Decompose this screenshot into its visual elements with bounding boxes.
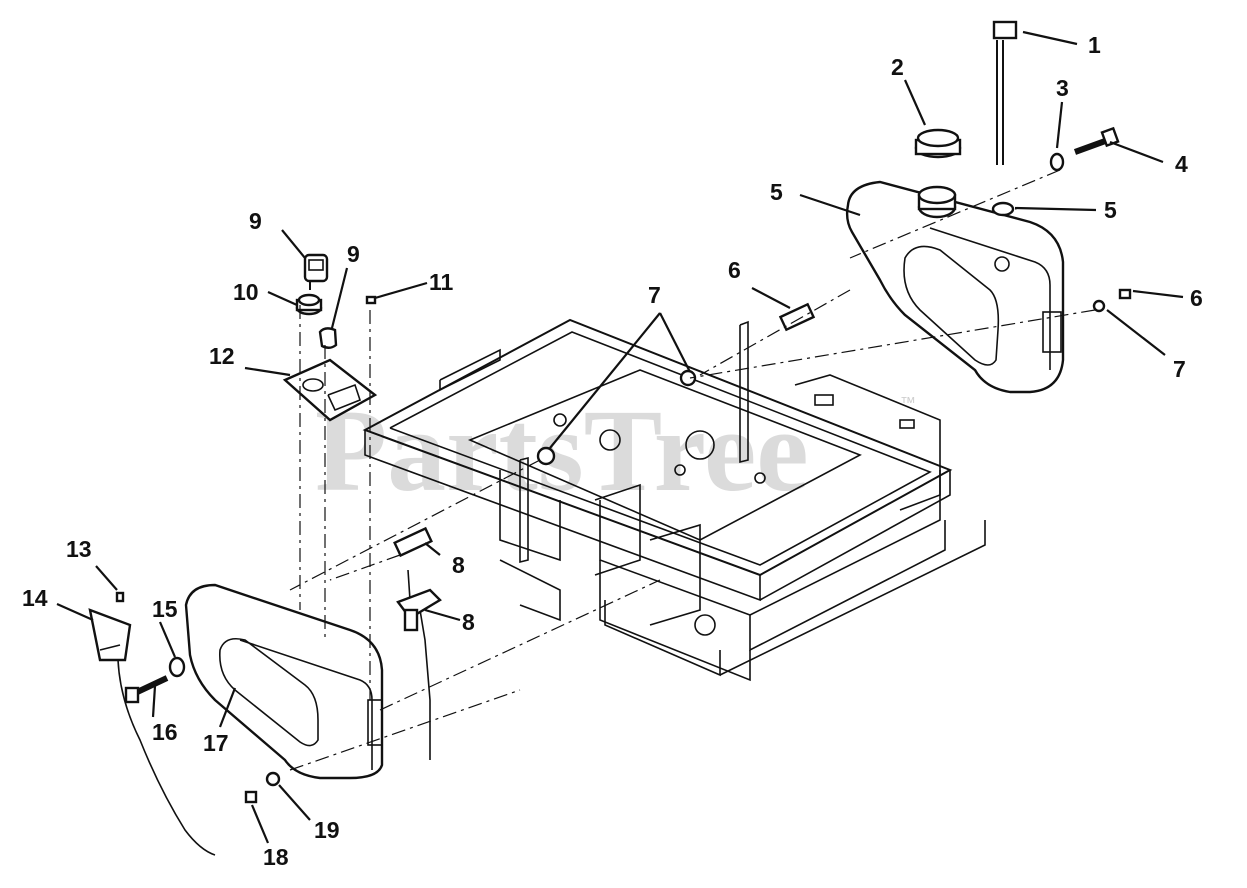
callout-5-right: 4	[1175, 151, 1188, 177]
screw-8-left	[244, 790, 258, 804]
spacer-7-right	[778, 302, 816, 332]
callout-8-right: 6	[1190, 285, 1203, 311]
watermark: PartsTree ™	[315, 385, 916, 516]
callout-5-left: 16	[152, 719, 178, 745]
callout-16: 9	[347, 241, 360, 267]
callout-9-right: 7	[1173, 356, 1186, 382]
chassis-frame	[362, 318, 986, 682]
panel-18	[282, 358, 378, 422]
spacer-7-left	[393, 526, 433, 558]
throttle-cable-13	[88, 608, 216, 856]
callout-19: 11	[429, 269, 454, 295]
callout-2: 2	[891, 54, 904, 80]
callout-10: 8	[462, 609, 475, 635]
switch-14	[295, 293, 323, 316]
washer-6-left	[168, 656, 186, 678]
bolt-5-left	[124, 675, 169, 704]
callout-6-left: 15	[152, 596, 178, 622]
fuel-tank-left	[184, 583, 384, 780]
callout-12: 17	[203, 730, 229, 756]
screw-8-right	[1118, 288, 1132, 300]
callout-7-left: 8	[452, 552, 465, 578]
callout-8-left: 18	[263, 844, 289, 870]
callout-13: 14	[22, 585, 48, 611]
vent-tube-3	[992, 20, 1018, 165]
bushing-11	[536, 369, 697, 466]
callout-1: 5	[770, 179, 783, 205]
callout-7-right: 6	[728, 257, 741, 283]
callout-3: 1	[1088, 32, 1101, 58]
grommet-4	[991, 201, 1015, 217]
callout-14: 10	[233, 279, 259, 305]
nut-9-right	[1092, 299, 1106, 313]
callout-18: 12	[209, 343, 235, 369]
fuel-cap-2	[914, 128, 962, 159]
fuel-valve-10	[396, 569, 442, 760]
callout-6-right: 3	[1056, 75, 1069, 101]
knob-16	[318, 327, 338, 349]
washer-6-right	[1049, 152, 1065, 172]
bolt-5-right	[1073, 126, 1120, 155]
callout-11: 7	[648, 282, 661, 308]
callout-9-left: 19	[314, 817, 340, 843]
leader-lines	[56, 30, 1184, 844]
key-15	[303, 253, 329, 290]
screw-17	[115, 591, 125, 603]
alignment-lines	[289, 169, 1096, 771]
callout-15: 9	[249, 208, 262, 234]
nut-9-left	[265, 771, 281, 787]
callouts: 1 2 3 4 5 5 6 6 7 7 8 8 9 9 10 11 12 13 …	[22, 32, 1203, 870]
screw-19	[365, 295, 377, 305]
callout-17: 13	[66, 536, 92, 562]
watermark-text: PartsTree	[315, 385, 809, 516]
callout-4: 5	[1104, 197, 1117, 223]
